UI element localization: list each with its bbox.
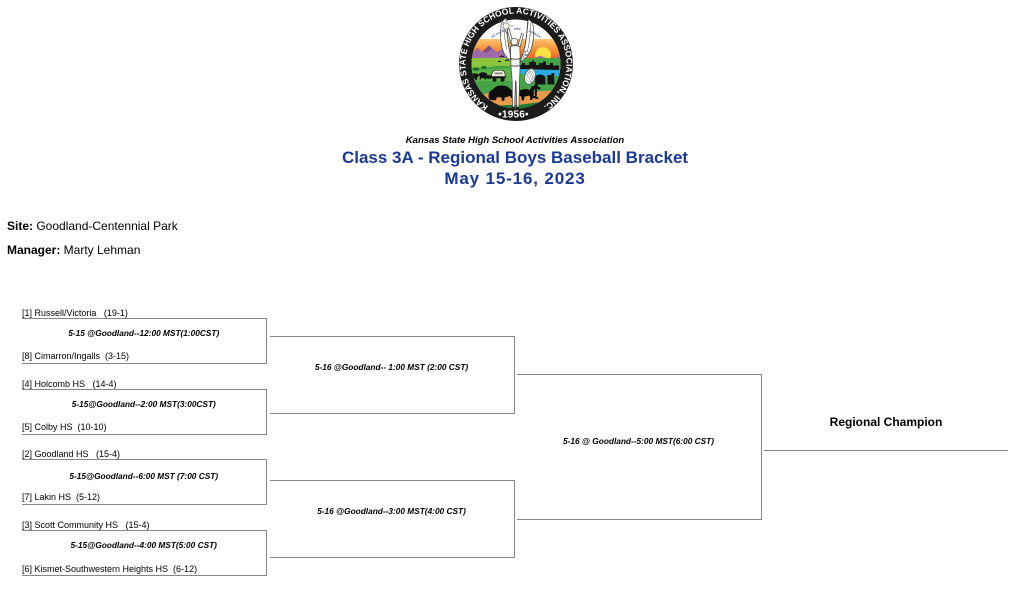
svg-text:•1956•: •1956•	[498, 110, 529, 121]
